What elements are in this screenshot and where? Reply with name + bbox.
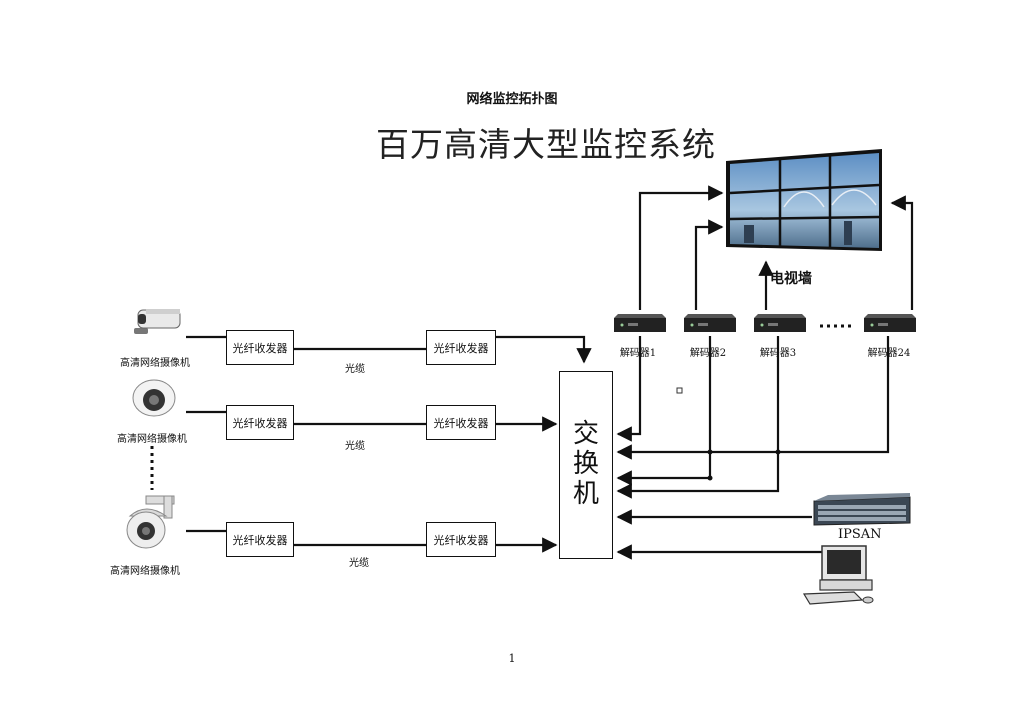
cable-label-1: 光缆 [345,364,365,375]
decoder-icon [614,314,666,332]
decoder-label-1: 解码器1 [619,348,657,359]
transceiver-right-3: 光纤收发器 [426,522,496,557]
storage-server-icon [813,493,911,526]
switch-char-3: 机 [572,478,599,509]
page-number: 1 [508,652,516,665]
ipsan-label: IPSAN [838,527,882,542]
dome-camera-icon [132,379,176,417]
switch-char-1: 交 [572,419,599,450]
camera-label-2: 高清网络摄像机 [117,434,187,445]
cable-label-2: 光缆 [345,441,365,452]
cable-label-3: 光缆 [349,558,369,569]
ptz-camera-icon [126,495,175,549]
video-wall-label: 电视墙 [770,271,812,287]
decoder-icon [754,314,806,332]
network-switch: 交 换 机 [559,371,613,559]
video-wall-icon [726,149,882,251]
workstation-computer-icon [802,545,874,605]
diagram-title: 百万高清大型监控系统 [376,125,716,164]
decoder-icon [864,314,916,332]
decoder-label-24: 解码器24 [867,348,911,359]
bullet-camera-icon [134,309,181,334]
transceiver-right-2: 光纤收发器 [426,405,496,440]
transceiver-left-2: 光纤收发器 [226,405,294,440]
document-title: 网络监控拓扑图 [466,92,558,107]
decoder-label-3: 解码器3 [759,348,797,359]
transceiver-right-1: 光纤收发器 [426,330,496,365]
camera-label-1: 高清网络摄像机 [120,358,190,369]
switch-char-2: 换 [572,449,599,480]
decoder-icon [684,314,736,332]
transceiver-left-3: 光纤收发器 [226,522,294,557]
decoder-label-2: 解码器2 [689,348,727,359]
transceiver-left-1: 光纤收发器 [226,330,294,365]
camera-label-3: 高清网络摄像机 [110,566,180,577]
